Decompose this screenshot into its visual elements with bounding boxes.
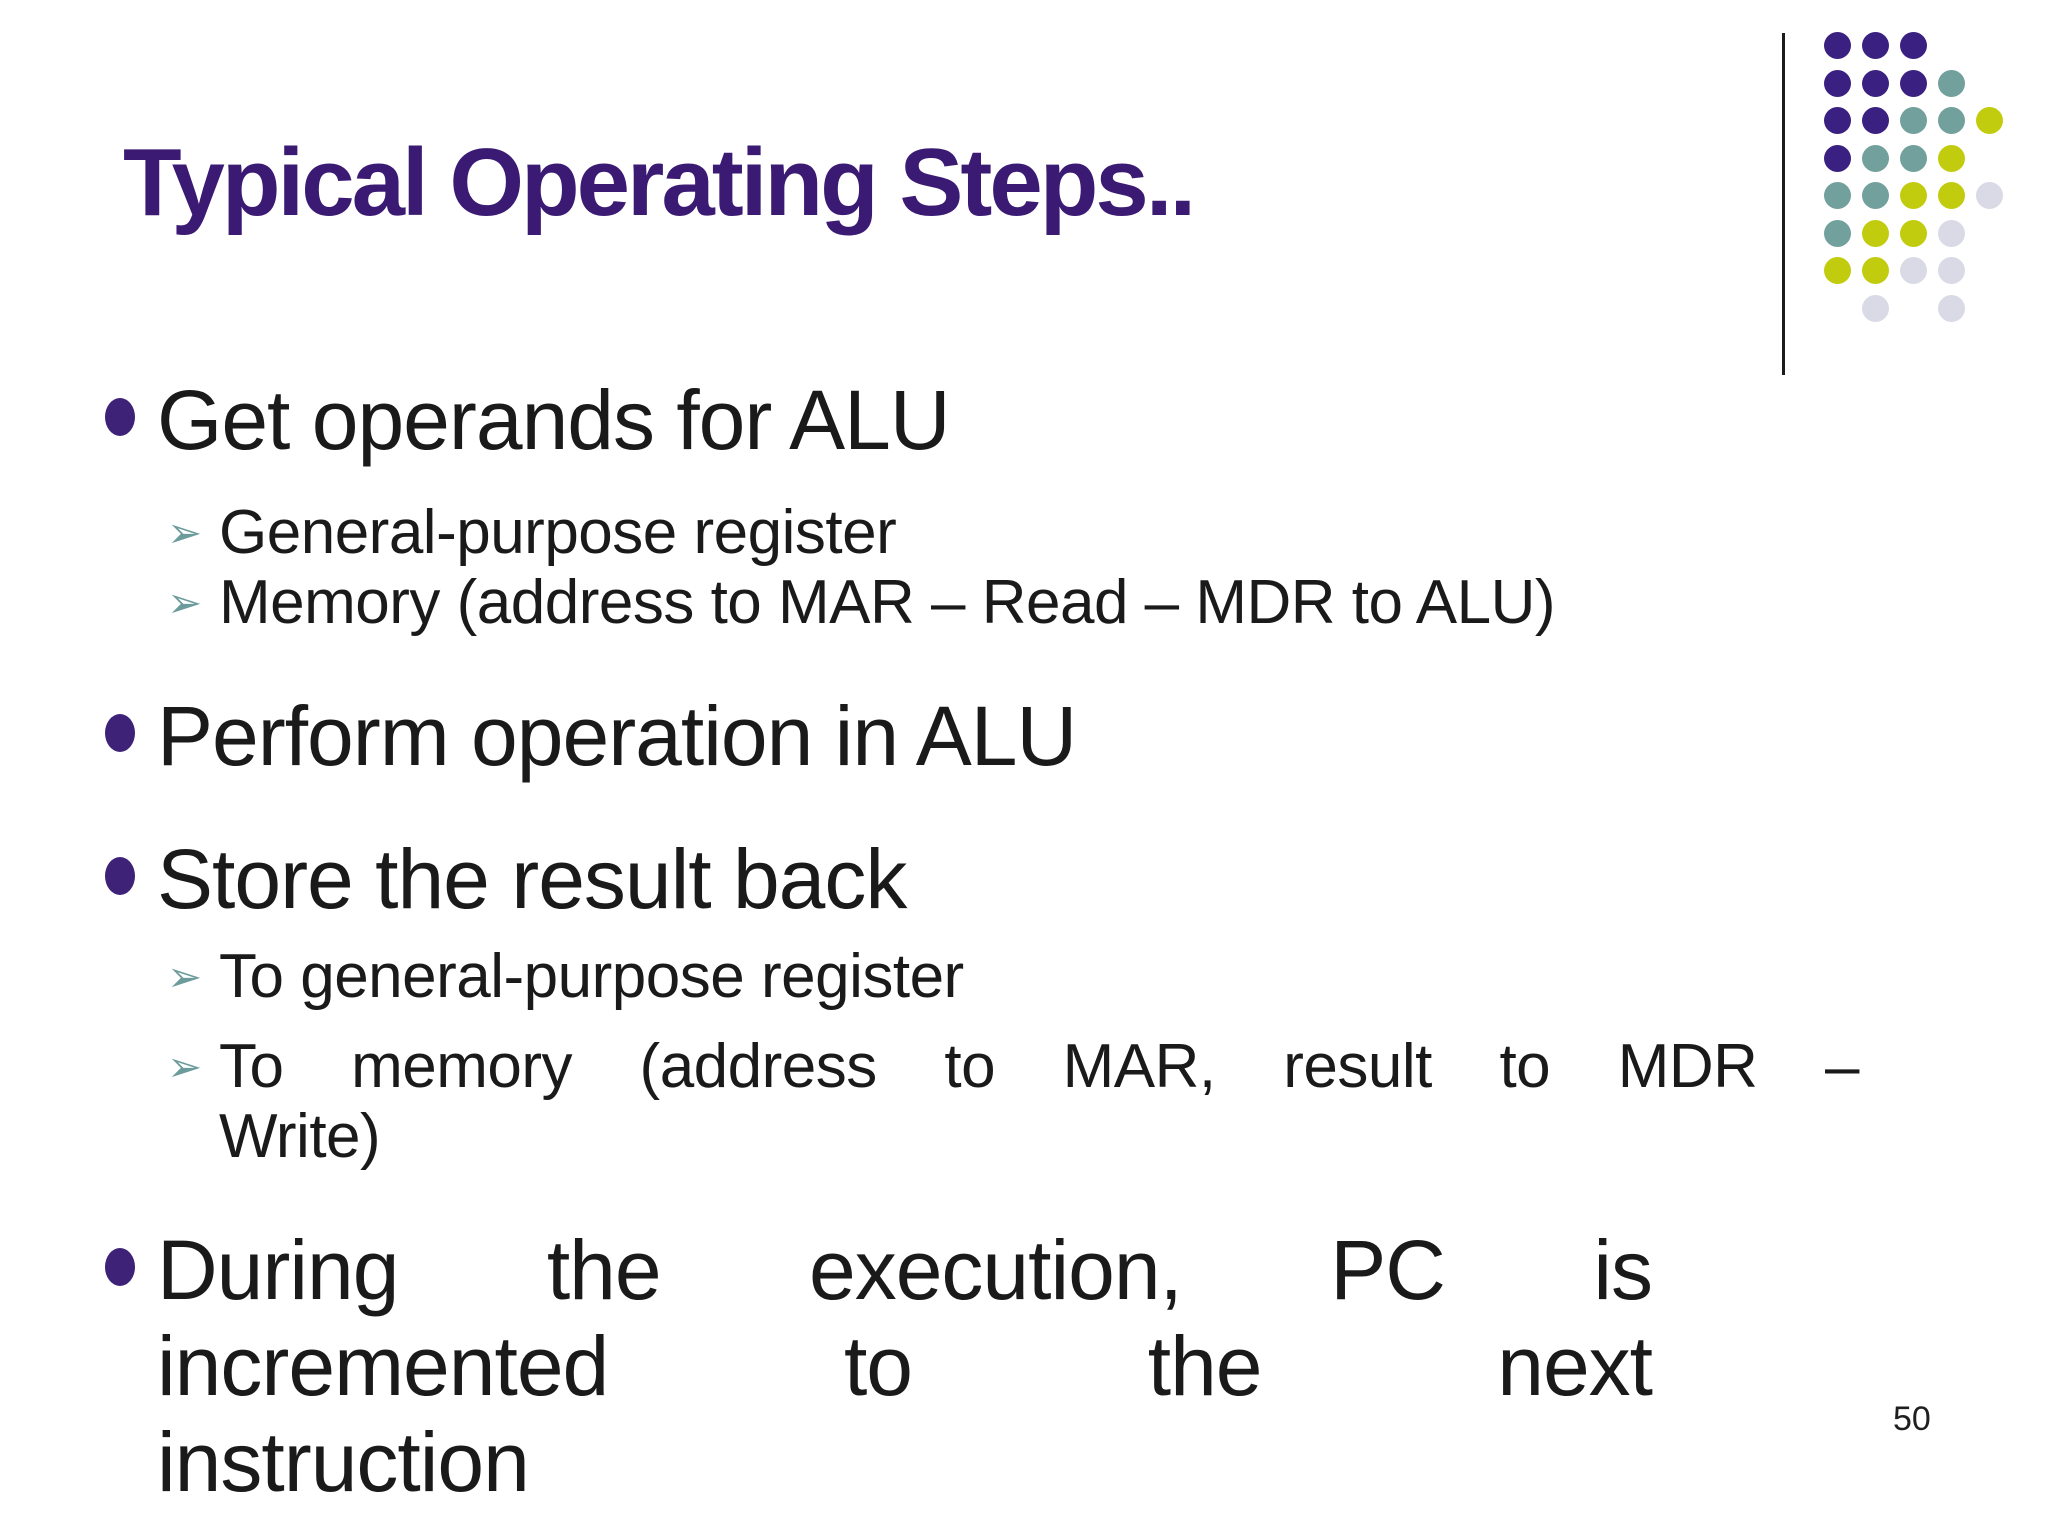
decorative-dot bbox=[1824, 32, 1851, 59]
ellipse-bullet-icon bbox=[105, 857, 135, 895]
decorative-dot bbox=[1976, 107, 2003, 134]
decorative-dot bbox=[1862, 144, 1889, 172]
decorative-dot bbox=[1938, 107, 1965, 134]
bullet-line: Perform operation in ALU bbox=[157, 689, 1077, 783]
sub-bullet-text: To general-purpose register bbox=[219, 942, 964, 1012]
decorative-dot bbox=[1824, 219, 1851, 247]
bullet-line: Memory (address to MAR – Read – MDR to A… bbox=[219, 568, 1556, 637]
decorative-dot bbox=[1938, 69, 1965, 97]
bullet-item: During the execution, PC is incremented … bbox=[105, 1222, 1928, 1510]
sub-bullet-item: ➢ Memory (address to MAR – Read – MDR to… bbox=[167, 568, 1928, 638]
decorative-dot bbox=[1938, 257, 1965, 284]
sub-bullet-text: General-purpose register bbox=[219, 498, 897, 568]
bullet-line: Get operands for ALU bbox=[157, 373, 950, 467]
arrowhead-3d-icon: ➢ bbox=[167, 952, 203, 1001]
bullet-line: General-purpose register bbox=[219, 498, 897, 567]
bullet-line: instruction bbox=[157, 1415, 530, 1509]
bullet-line: To general-purpose register bbox=[219, 942, 964, 1011]
decorative-dot bbox=[1900, 257, 1927, 284]
decorative-dot bbox=[1900, 69, 1927, 97]
decorative-dot bbox=[1824, 182, 1851, 209]
decorative-dot bbox=[1900, 144, 1927, 172]
decorative-dot bbox=[1938, 144, 1965, 172]
ellipse-bullet-icon bbox=[105, 714, 135, 752]
bullet-list: Get operands for ALU ➢ General-purpose r… bbox=[105, 372, 1928, 1510]
sub-bullet-item: ➢ General-purpose register bbox=[167, 498, 1928, 568]
corner-divider-line bbox=[1782, 33, 1785, 375]
arrowhead-3d-icon: ➢ bbox=[167, 578, 203, 627]
arrowhead-3d-icon: ➢ bbox=[167, 1042, 203, 1091]
decorative-dot bbox=[1862, 107, 1889, 134]
decorative-dot-grid bbox=[1824, 32, 2044, 362]
bullet-text: During the execution, PC is incremented … bbox=[157, 1222, 1653, 1510]
ellipse-bullet-icon bbox=[105, 398, 135, 436]
arrowhead-3d-icon: ➢ bbox=[167, 508, 203, 557]
decorative-dot bbox=[1900, 32, 1927, 59]
decorative-dot bbox=[1862, 294, 1889, 322]
sub-bullet-item: ➢ To memory (address to MAR, result to M… bbox=[167, 1032, 1928, 1172]
bullet-line: Store the result back bbox=[157, 832, 907, 926]
ellipse-bullet-icon bbox=[105, 1248, 135, 1286]
decorative-dot bbox=[1862, 69, 1889, 97]
decorative-dot bbox=[1938, 182, 1965, 209]
decorative-dot bbox=[1862, 219, 1889, 247]
bullet-line: To memory (address to MAR, result to MDR… bbox=[219, 1032, 1860, 1101]
decorative-dot bbox=[1824, 107, 1851, 134]
decorative-dot bbox=[1900, 107, 1927, 134]
decorative-dot bbox=[1976, 182, 2003, 209]
decorative-dot bbox=[1938, 219, 1965, 247]
decorative-dot bbox=[1862, 32, 1889, 59]
bullet-item: Store the result back bbox=[105, 831, 1928, 927]
sub-bullet-text: Memory (address to MAR – Read – MDR to A… bbox=[219, 568, 1556, 638]
bullet-line: During the execution, PC is bbox=[157, 1223, 1653, 1317]
decorative-dot bbox=[1824, 69, 1851, 97]
decorative-dot bbox=[1900, 182, 1927, 209]
bullet-item: Perform operation in ALU bbox=[105, 688, 1928, 784]
decorative-dot bbox=[1824, 257, 1851, 284]
sub-bullet-text: To memory (address to MAR, result to MDR… bbox=[219, 1032, 1860, 1172]
decorative-dot bbox=[1900, 219, 1927, 247]
decorative-dot bbox=[1938, 294, 1965, 322]
decorative-dot bbox=[1824, 144, 1851, 172]
bullet-line: incremented to the next bbox=[157, 1319, 1653, 1413]
bullet-text: Store the result back bbox=[157, 831, 907, 927]
decorative-dot bbox=[1862, 257, 1889, 284]
bullet-text: Get operands for ALU bbox=[157, 372, 950, 468]
bullet-item: Get operands for ALU bbox=[105, 372, 1928, 468]
decorative-dot bbox=[1862, 182, 1889, 209]
bullet-text: Perform operation in ALU bbox=[157, 688, 1077, 784]
bullet-line: Write) bbox=[219, 1102, 381, 1171]
sub-bullet-item: ➢ To general-purpose register bbox=[167, 942, 1928, 1012]
slide-title: Typical Operating Steps.. bbox=[123, 129, 1196, 236]
page-number: 50 bbox=[1893, 1400, 1931, 1438]
